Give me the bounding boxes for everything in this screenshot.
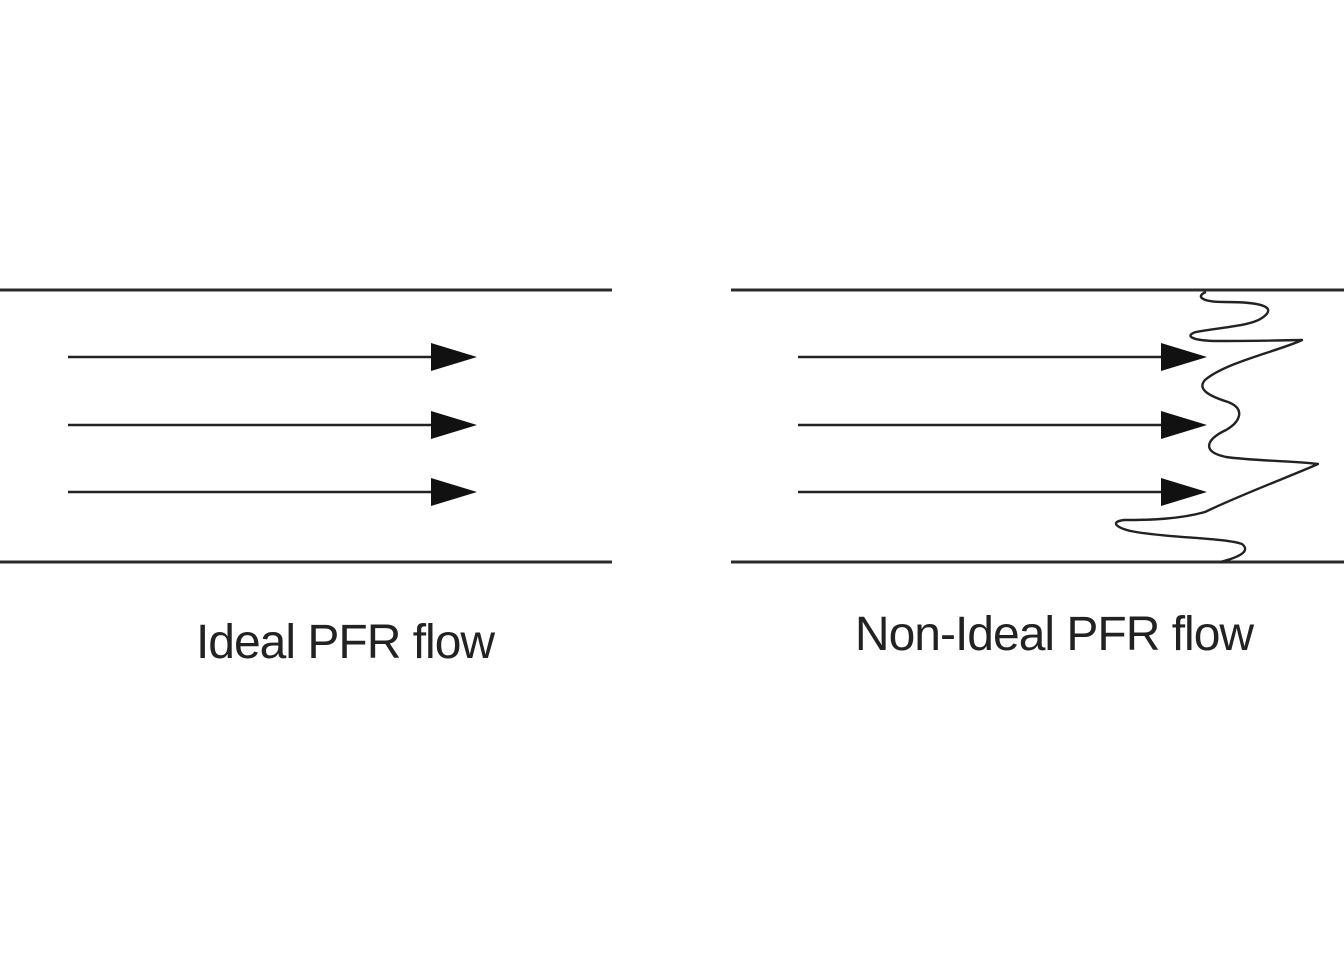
non-ideal-pfr-panel: Non-Ideal PFR flow <box>731 288 1344 661</box>
ideal-flow-arrow-2 <box>68 411 477 439</box>
ideal-flow-arrow-1 <box>68 343 477 371</box>
ideal-caption: Ideal PFR flow <box>196 616 495 669</box>
non-ideal-irregular-velocity-front <box>1114 290 1320 564</box>
non-ideal-caption: Non-Ideal PFR flow <box>855 608 1254 661</box>
ideal-pfr-panel: Ideal PFR flow <box>0 288 612 669</box>
non-ideal-flow-arrow-2 <box>798 411 1207 439</box>
ideal-flow-arrow-3 <box>68 478 477 506</box>
non-ideal-flow-arrow-1 <box>798 343 1207 371</box>
non-ideal-flow-arrow-3 <box>798 478 1207 506</box>
